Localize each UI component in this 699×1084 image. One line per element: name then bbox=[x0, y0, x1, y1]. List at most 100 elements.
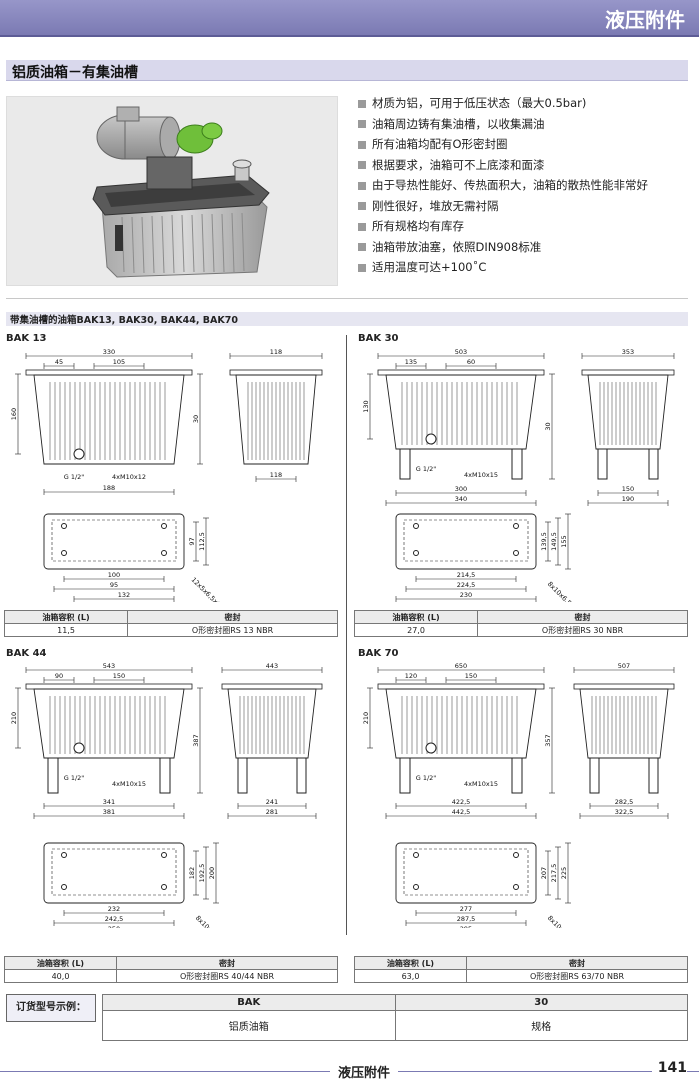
dimension-label: 207 bbox=[540, 867, 548, 879]
model-label-bak70: BAK 70 bbox=[358, 648, 399, 659]
order-col2-head: 30 bbox=[394, 994, 688, 1011]
order-col1-value: 铝质油箱 bbox=[102, 1010, 396, 1041]
dimension-label: 230 bbox=[460, 591, 472, 599]
dimension-label: 543 bbox=[103, 662, 115, 670]
mount-hole bbox=[513, 550, 519, 556]
bottom-view-outline bbox=[43, 513, 185, 570]
front-view-body bbox=[33, 374, 185, 465]
dimension-label: 200 bbox=[208, 867, 216, 879]
mount-hole bbox=[413, 523, 419, 529]
dimension-label: 30 bbox=[544, 422, 552, 430]
dimension-label: 105 bbox=[113, 358, 125, 366]
dimension-label: 97 bbox=[188, 537, 196, 545]
feature-text: 材质为铝，可用于低压状态（最大0.5bar) bbox=[372, 96, 587, 110]
mount-hole bbox=[61, 550, 67, 556]
dimension-label: 149,5 bbox=[550, 532, 558, 551]
dimension-label: 132 bbox=[118, 591, 130, 599]
seal-header: 密封 bbox=[466, 956, 688, 970]
mount-hole bbox=[413, 884, 419, 890]
dimension-label: 381 bbox=[103, 808, 115, 816]
dimension-label: 210 bbox=[10, 712, 18, 724]
front-view-body bbox=[385, 688, 537, 759]
feature-item: 根据要求，油箱可不上底漆和面漆 bbox=[358, 157, 545, 173]
side-leg-right bbox=[296, 757, 307, 794]
dimension-label: 118 bbox=[270, 471, 282, 479]
volume-header: 油箱容积 (L) bbox=[4, 956, 117, 970]
flange-side bbox=[229, 369, 323, 376]
dimension-label: 60 bbox=[467, 358, 475, 366]
page-number: 141 bbox=[651, 1060, 687, 1076]
bullet-icon bbox=[358, 243, 366, 251]
side-leg-right bbox=[648, 757, 659, 794]
dimension-label: 120 bbox=[405, 672, 417, 680]
dimension-label: 45 bbox=[55, 358, 63, 366]
screw-label: 4xM10x15 bbox=[112, 780, 146, 788]
bottom-view-outline bbox=[43, 842, 185, 904]
dimension-label: 282,5 bbox=[615, 798, 634, 806]
volume-header: 油箱容积 (L) bbox=[354, 956, 467, 970]
mount-hole bbox=[513, 852, 519, 858]
feature-text: 油箱周边铸有集油槽，以收集漏油 bbox=[372, 116, 545, 131]
feature-item: 所有油箱均配有O形密封圈 bbox=[358, 136, 508, 152]
dimension-label: 340 bbox=[455, 495, 467, 503]
leg-left bbox=[47, 757, 59, 794]
dimension-label: 155 bbox=[560, 535, 568, 547]
feature-text: 所有规格均有库存 bbox=[372, 219, 464, 233]
side-leg-left bbox=[597, 448, 608, 480]
dimension-label: 353 bbox=[622, 348, 634, 356]
footer-text: 液压附件 bbox=[330, 1062, 399, 1081]
feature-item: 由于导热性能好、传热面积大，油箱的散热性能非常好 bbox=[358, 177, 648, 193]
leg-right bbox=[511, 448, 523, 480]
section-title: 铝质油箱－有集油槽 bbox=[12, 65, 138, 81]
page-footer: 液压附件 141 bbox=[0, 1058, 699, 1084]
bullet-icon bbox=[358, 161, 366, 169]
seal-value: O形密封圈RS 40/44 NBR bbox=[116, 969, 338, 983]
feature-item: 油箱带放油塞，依照DIN908标准 bbox=[358, 239, 541, 255]
mount-hole bbox=[513, 884, 519, 890]
volume-value: 11,5 bbox=[3, 623, 129, 637]
drain-plug bbox=[425, 433, 437, 445]
dimension-label: 503 bbox=[455, 348, 467, 356]
dimension-label: 150 bbox=[465, 672, 477, 680]
volume-value: 40,0 bbox=[4, 969, 117, 983]
dimension-label: 160 bbox=[10, 408, 18, 420]
flange-side bbox=[573, 683, 675, 690]
seal-header: 密封 bbox=[477, 610, 688, 624]
screw-label: 4xM10x15 bbox=[464, 471, 498, 479]
dimension-label: 217,5 bbox=[550, 864, 558, 883]
divider bbox=[6, 298, 688, 299]
feature-text: 适用温度可达+100˚C bbox=[372, 260, 487, 274]
volume-header: 油箱容积 (L) bbox=[3, 610, 129, 624]
dimension-label: 100 bbox=[108, 571, 120, 579]
seal-header: 密封 bbox=[127, 610, 338, 624]
leg-left bbox=[399, 757, 411, 794]
side-leg-left bbox=[589, 757, 600, 794]
mount-hole bbox=[61, 884, 67, 890]
dimension-label: 241 bbox=[266, 798, 278, 806]
flange-side bbox=[581, 369, 675, 376]
thread-label: G 1/2" bbox=[416, 774, 437, 782]
flange-front bbox=[25, 683, 193, 690]
side-leg-left bbox=[237, 757, 248, 794]
dimension-label: 232 bbox=[108, 905, 120, 913]
bullet-icon bbox=[358, 222, 366, 231]
feature-item: 所有规格均有库存 bbox=[358, 218, 464, 234]
dimension-label: 422,5 bbox=[452, 798, 471, 806]
mount-hole bbox=[413, 550, 419, 556]
front-view-body bbox=[33, 688, 185, 759]
dimension-label: 188 bbox=[103, 484, 115, 492]
bottom-view-inner bbox=[51, 848, 177, 896]
dimension-label: 95 bbox=[110, 581, 118, 589]
bullet-icon bbox=[358, 99, 366, 108]
side-leg-right bbox=[648, 448, 659, 480]
screw-label: 4xM10x15 bbox=[464, 780, 498, 788]
dimension-label: 650 bbox=[455, 662, 467, 670]
bolt-label: 8x10x6,5 bbox=[546, 580, 573, 602]
mount-hole bbox=[61, 852, 67, 858]
flange-front bbox=[377, 683, 545, 690]
bullet-icon bbox=[358, 181, 366, 190]
order-example-table: BAK 30 铝质油箱 规格 bbox=[102, 994, 688, 1041]
bullet-icon bbox=[358, 202, 366, 210]
